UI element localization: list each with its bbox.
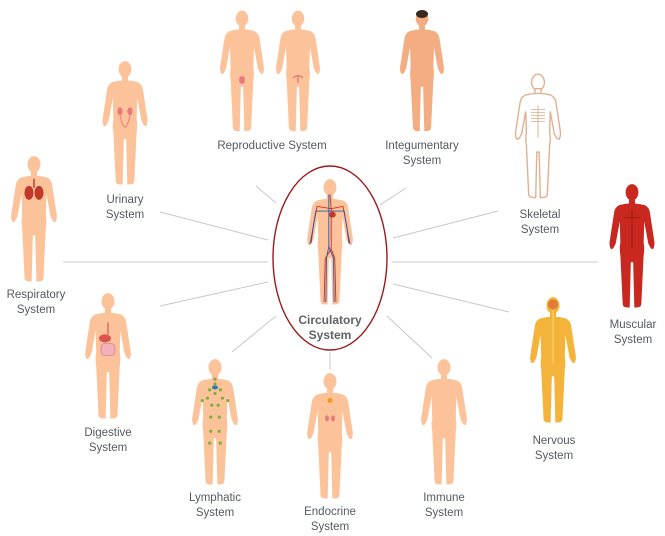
lymph-node-icon (213, 377, 217, 381)
circulatory-system-label: Circulatory System (298, 313, 361, 343)
endocrine-system-label: Endocrine System (304, 505, 356, 535)
thymus-icon (212, 385, 218, 390)
lymph-node-icon (205, 396, 210, 400)
lymph-node-icon (218, 388, 222, 392)
lymph-node-icon (213, 391, 217, 396)
figures-layer (11, 10, 655, 499)
intestine-icon (100, 342, 116, 356)
label-line2: System (195, 507, 235, 519)
lymphatic-system-label: Lymphatic System (189, 491, 241, 521)
lymph-node-icon (213, 382, 217, 386)
center-highlight-ellipse (272, 165, 388, 351)
label-line1: Integumentary (385, 140, 459, 152)
vein-line (325, 194, 330, 303)
connector-line (379, 187, 407, 206)
connector-line (159, 281, 269, 307)
skeletal-figure (514, 73, 562, 199)
kidney-icon (127, 107, 133, 116)
reproductive-organ-icon (292, 74, 304, 83)
label-line1: Immune (423, 492, 465, 504)
label-line1: Respiratory (6, 289, 66, 301)
immune-figure (421, 359, 467, 485)
stomach-icon (99, 334, 111, 343)
lung-right-icon (34, 185, 44, 200)
urinary-figure (102, 61, 148, 185)
immune-system-label: Immune System (423, 491, 465, 521)
adrenal-icon (325, 415, 329, 422)
brain-icon (548, 299, 558, 310)
nervous-system-label: Nervous System (533, 434, 576, 464)
muscular-system-label: Muscular System (610, 318, 657, 348)
connector-lines (63, 185, 598, 370)
label-line2: System (310, 521, 350, 533)
artery-line (323, 248, 332, 303)
lung-left-icon (24, 185, 34, 200)
reproductive-system-label: Reproductive System (217, 139, 326, 154)
vein-line (328, 210, 351, 245)
label-line1: Muscular (609, 319, 657, 331)
label-line2: System (534, 450, 574, 462)
connector-line (392, 210, 499, 239)
connector-line (231, 315, 277, 353)
lymph-node-icon (220, 396, 225, 400)
muscular-figure (609, 184, 655, 308)
lymph-node-icon (209, 415, 213, 419)
label-line2: System (424, 507, 464, 519)
label-line2: System (88, 442, 128, 454)
lymphatic-figure (192, 359, 238, 485)
urinary-system-label: Urinary System (106, 193, 144, 223)
label-line1: Skeletal (519, 209, 561, 221)
digestive-system-label: Digestive System (84, 426, 131, 456)
lymph-node-icon (218, 441, 222, 445)
integumentary-system-label: Integumentary System (385, 139, 459, 169)
vein-line (309, 210, 329, 245)
lymph-node-icon (226, 398, 230, 403)
reproductive-organ-icon (239, 75, 245, 84)
ureter-icon (119, 115, 131, 128)
digestive-figure (85, 293, 131, 419)
label-line2: System (308, 328, 352, 342)
connector-line (386, 315, 433, 359)
heart-icon (328, 211, 336, 218)
lymph-node-icon (208, 441, 212, 445)
skeletal-system-label: Skeletal System (520, 208, 561, 238)
connector-line (392, 283, 510, 313)
nervous-figure (530, 297, 576, 423)
label-line1: Nervous (532, 435, 576, 447)
label-line2: System (105, 209, 145, 221)
respiratory-figure (11, 156, 57, 282)
label-line1: Reproductive System (217, 140, 327, 152)
connector-line (159, 211, 269, 241)
label-line1: Urinary (106, 194, 144, 206)
label-line2: System (520, 224, 560, 236)
connector-line (255, 185, 277, 204)
kidney-icon (117, 107, 123, 116)
lymph-node-icon (210, 403, 214, 407)
circulatory-figure (307, 179, 353, 305)
endocrine-figure (307, 373, 353, 499)
vein-line (328, 246, 335, 303)
lymph-node-icon (209, 429, 213, 433)
lymph-node-icon (208, 388, 212, 392)
thyroid-icon (327, 397, 333, 403)
lymph-node-icon (216, 403, 220, 407)
reproductive-figure-male (220, 10, 264, 132)
label-line2: System (402, 155, 442, 167)
label-line1: Circulatory (298, 313, 362, 327)
lymph-node-icon (217, 415, 221, 419)
hair-icon (416, 10, 428, 19)
adrenal-icon (331, 415, 335, 422)
respiratory-system-label: Respiratory System (7, 288, 66, 318)
label-line2: System (16, 304, 56, 316)
reproductive-figure-female (276, 10, 320, 132)
lymph-node-icon (200, 398, 204, 403)
lymph-node-icon (217, 429, 221, 433)
label-line1: Digestive (84, 427, 132, 439)
label-line1: Lymphatic (189, 492, 241, 504)
label-line2: System (613, 334, 653, 346)
label-line1: Endocrine (304, 506, 356, 518)
integumentary-figure (400, 10, 444, 132)
